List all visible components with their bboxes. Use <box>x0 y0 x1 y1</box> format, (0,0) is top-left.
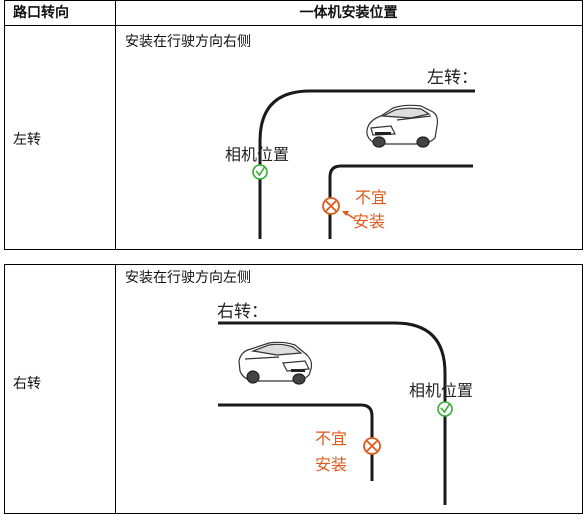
not-suitable-label-1: 不宜 <box>355 188 387 207</box>
not-suitable-label-2: 安装 <box>353 212 385 231</box>
car-illustration <box>366 104 439 148</box>
x-circle-icon <box>322 197 340 215</box>
table-header: 路口转向 一体机安装位置 <box>5 1 582 26</box>
road-inner-edge <box>218 403 374 481</box>
camera-position-label: 相机位置 <box>225 145 289 164</box>
turn-direction-right: 右转 <box>13 376 41 392</box>
arrowhead-icon <box>342 211 349 216</box>
install-side-caption: 安装在行驶方向右侧 <box>125 34 251 50</box>
turn-label: 右转： <box>217 302 268 322</box>
checkmark-circle-icon <box>437 401 453 417</box>
turn-direction-left: 左转 <box>13 132 41 148</box>
turn-label: 左转： <box>427 68 478 88</box>
column-divider <box>115 265 116 513</box>
checkmark-circle-icon <box>252 164 268 180</box>
x-circle-icon <box>363 437 381 455</box>
column-divider <box>115 1 116 249</box>
left-turn-table: 路口转向 一体机安装位置 左转 安装在行驶方向右侧 左转： 相机位置 <box>4 0 583 250</box>
car-illustration <box>238 341 313 385</box>
right-turn-diagram: 右转： 相机位置 不宜 安装 <box>217 302 473 505</box>
install-side-caption: 安装在行驶方向左侧 <box>125 270 251 286</box>
road-inner-edge <box>328 164 473 239</box>
header-install-position: 一体机安装位置 <box>299 5 398 21</box>
not-suitable-label-1: 不宜 <box>315 429 347 448</box>
road-outer-edge <box>258 89 475 239</box>
not-suitable-label-2: 安装 <box>315 455 347 474</box>
header-turn-direction: 路口转向 <box>13 5 69 21</box>
road-outer-edge <box>218 321 447 505</box>
camera-position-label: 相机位置 <box>409 381 473 400</box>
right-turn-table: 右转 安装在行驶方向左侧 右转： 相机位置 不宜 安装 <box>4 264 583 514</box>
left-turn-diagram: 左转： 相机位置 不宜 安装 <box>225 68 478 239</box>
